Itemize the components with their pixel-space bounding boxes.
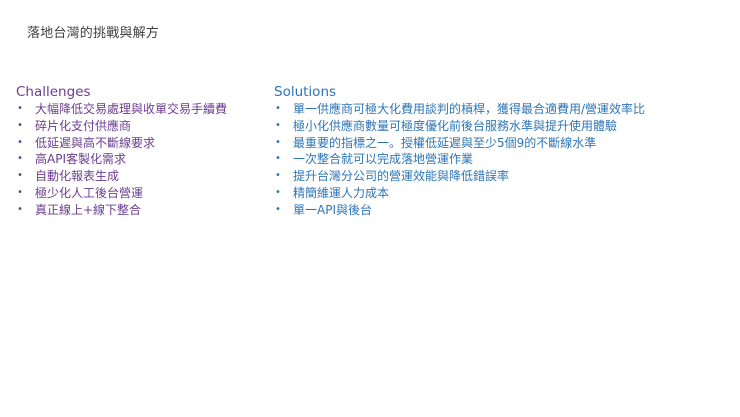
solution-text: 精簡維運人力成本 [293,185,390,200]
solution-item: • 一次整合就可以完成落地營運作業 [274,151,714,168]
solution-text: 極小化供應商數量可極度優化前後台服務水準與提升使用體驗 [293,118,618,133]
bullet-icon: • [17,203,23,215]
challenge-text: 自動化報表生成 [35,169,120,184]
slide-title: 落地台灣的挑戰與解方 [27,26,160,41]
bullet-icon: • [17,170,23,182]
solution-item: • 提升台灣分公司的營運效能與降低錯誤率 [274,168,714,185]
challenge-item: • 大幅降低交易處理與收單交易手續費 [16,101,266,118]
bullet-icon: • [17,153,23,165]
solution-text: 提升台灣分公司的營運效能與降低錯誤率 [293,169,510,184]
challenge-text: 大幅降低交易處理與收單交易手續費 [35,102,228,116]
challenge-text: 低延遲與高不斷線要求 [35,135,156,150]
challenge-text: 極少化人工後台營運 [35,185,144,200]
bullet-icon: • [17,186,23,198]
challenge-item: • 自動化報表生成 [16,168,266,185]
challenge-item: • 真正線上+線下整合 [16,202,266,219]
challenges-list: •大幅降低交易處理與收單交易手續費 •碎片化支付供應商 •低延遲與高不斷線要求 … [16,101,266,219]
bullet-icon: • [17,103,23,114]
solution-item: • 精簡維運人力成本 [274,185,714,202]
solution-item: • 單一供應商可極大化費用談判的槓桿，獲得最合適費用/營運效率比 [274,101,714,118]
challenge-text: 碎片化支付供應商 [35,118,132,133]
challenge-text: 高API客製化需求 [35,152,126,167]
solution-text: 一次整合就可以完成落地營運作業 [293,152,474,167]
solution-item: • 最重要的指標之一。授權低延遲與至少5個9的不斷線水準 [274,135,714,152]
solution-text: 單一API與後台 [293,202,372,217]
bullet-icon: • [275,103,281,114]
solutions-list: • 單一供應商可極大化費用談判的槓桿，獲得最合適費用/營運效率比 • 極小化供應商數… [274,101,714,219]
challenges-heading: Challenges [16,84,91,100]
bullet-icon: • [275,203,281,215]
bullet-icon: • [17,136,23,148]
bullet-icon: • [275,136,281,148]
bullet-icon: • [275,170,281,182]
bullet-icon: • [17,119,23,131]
solutions-heading: Solutions [274,84,337,100]
solution-text: 單一供應商可極大化費用談判的槓桿，獲得最合適費用/營運效率比 [293,102,646,116]
solution-text: 最重要的指標之一。授權低延遲與至少5個9的不斷線水準 [293,135,597,150]
bullet-icon: • [275,186,281,198]
challenge-item: • 碎片化支付供應商 [16,118,266,135]
solution-item: • 極小化供應商數量可極度優化前後台服務水準與提升使用體驗 [274,118,714,135]
bullet-icon: • [275,119,281,131]
challenge-item: • 極少化人工後台營運 [16,185,266,202]
challenge-item: • 低延遲與高不斷線要求 [16,135,266,152]
challenge-text: 真正線上+線下整合 [35,202,142,217]
challenges-column: Challenges • 大幅降低交易處理與收單交易手續費 • 碎片化支付供應商 •… [16,84,266,219]
solutions-column: Solutions • 單一供應商可極大化費用談判的槓桿，獲得最合適費用/營運效率… [274,84,714,219]
solution-item: • 單一API與後台 [274,202,714,219]
challenge-item: • 高API客製化需求 [16,151,266,168]
bullet-icon: • [275,153,281,165]
